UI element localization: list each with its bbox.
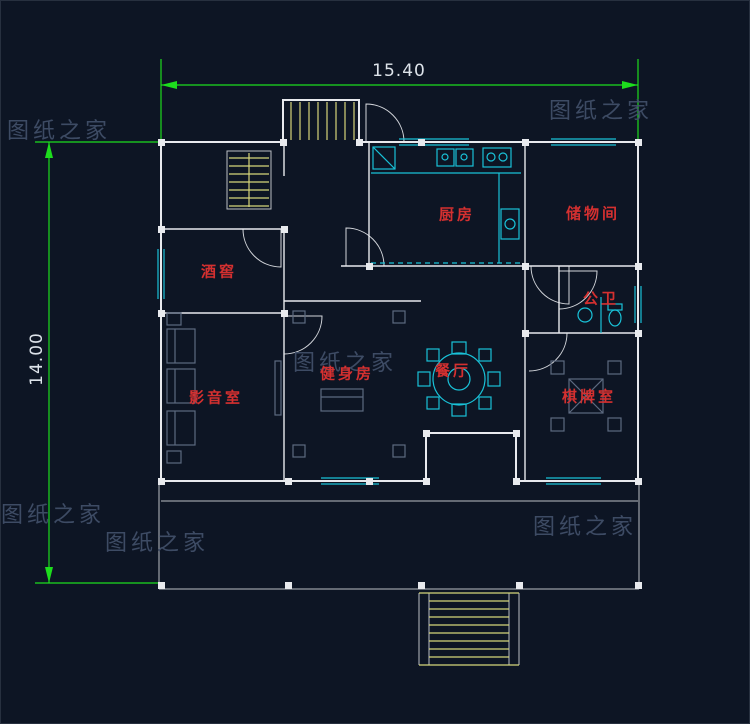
windows [157,138,642,485]
watermark-text: 图纸之家 [7,119,112,144]
watermark-text: 图纸之家 [533,515,638,540]
room-label-media-room: 影音室 [188,388,244,407]
terrace-outline [158,481,640,665]
watermark-text: 图纸之家 [293,351,398,376]
gym-furniture [292,310,406,458]
room-label-dining-room: 餐厅 [434,361,472,380]
watermark-text: 图纸之家 [105,531,210,556]
room-label-wine-cellar: 酒窖 [200,262,238,281]
bathroom-fixtures [577,297,623,333]
kitchen-counter [371,146,521,264]
doors [242,103,598,372]
watermark-text: 图纸之家 [549,99,654,124]
room-label-storage: 储物间 [565,204,621,223]
exterior-walls [160,99,639,482]
stairs-top-entry [290,102,355,140]
room-label-gym: 健身房 [319,364,375,383]
media-room-furniture [166,312,282,464]
watermark-text: 图纸之家 [1,503,106,528]
chess-room-furniture [550,360,622,432]
stairs-bottom [419,592,519,666]
dimension-lines [35,59,639,584]
room-label-kitchen: 厨房 [438,205,476,224]
stairs-interior [229,153,269,207]
dining-table [417,341,501,417]
room-label-bathroom: 公卫 [582,289,620,308]
columns [158,139,642,589]
dimension-height-label: 14.00 [27,332,47,386]
dimension-width-label: 15.40 [372,61,426,81]
room-label-chess-room: 棋牌室 [561,387,617,406]
